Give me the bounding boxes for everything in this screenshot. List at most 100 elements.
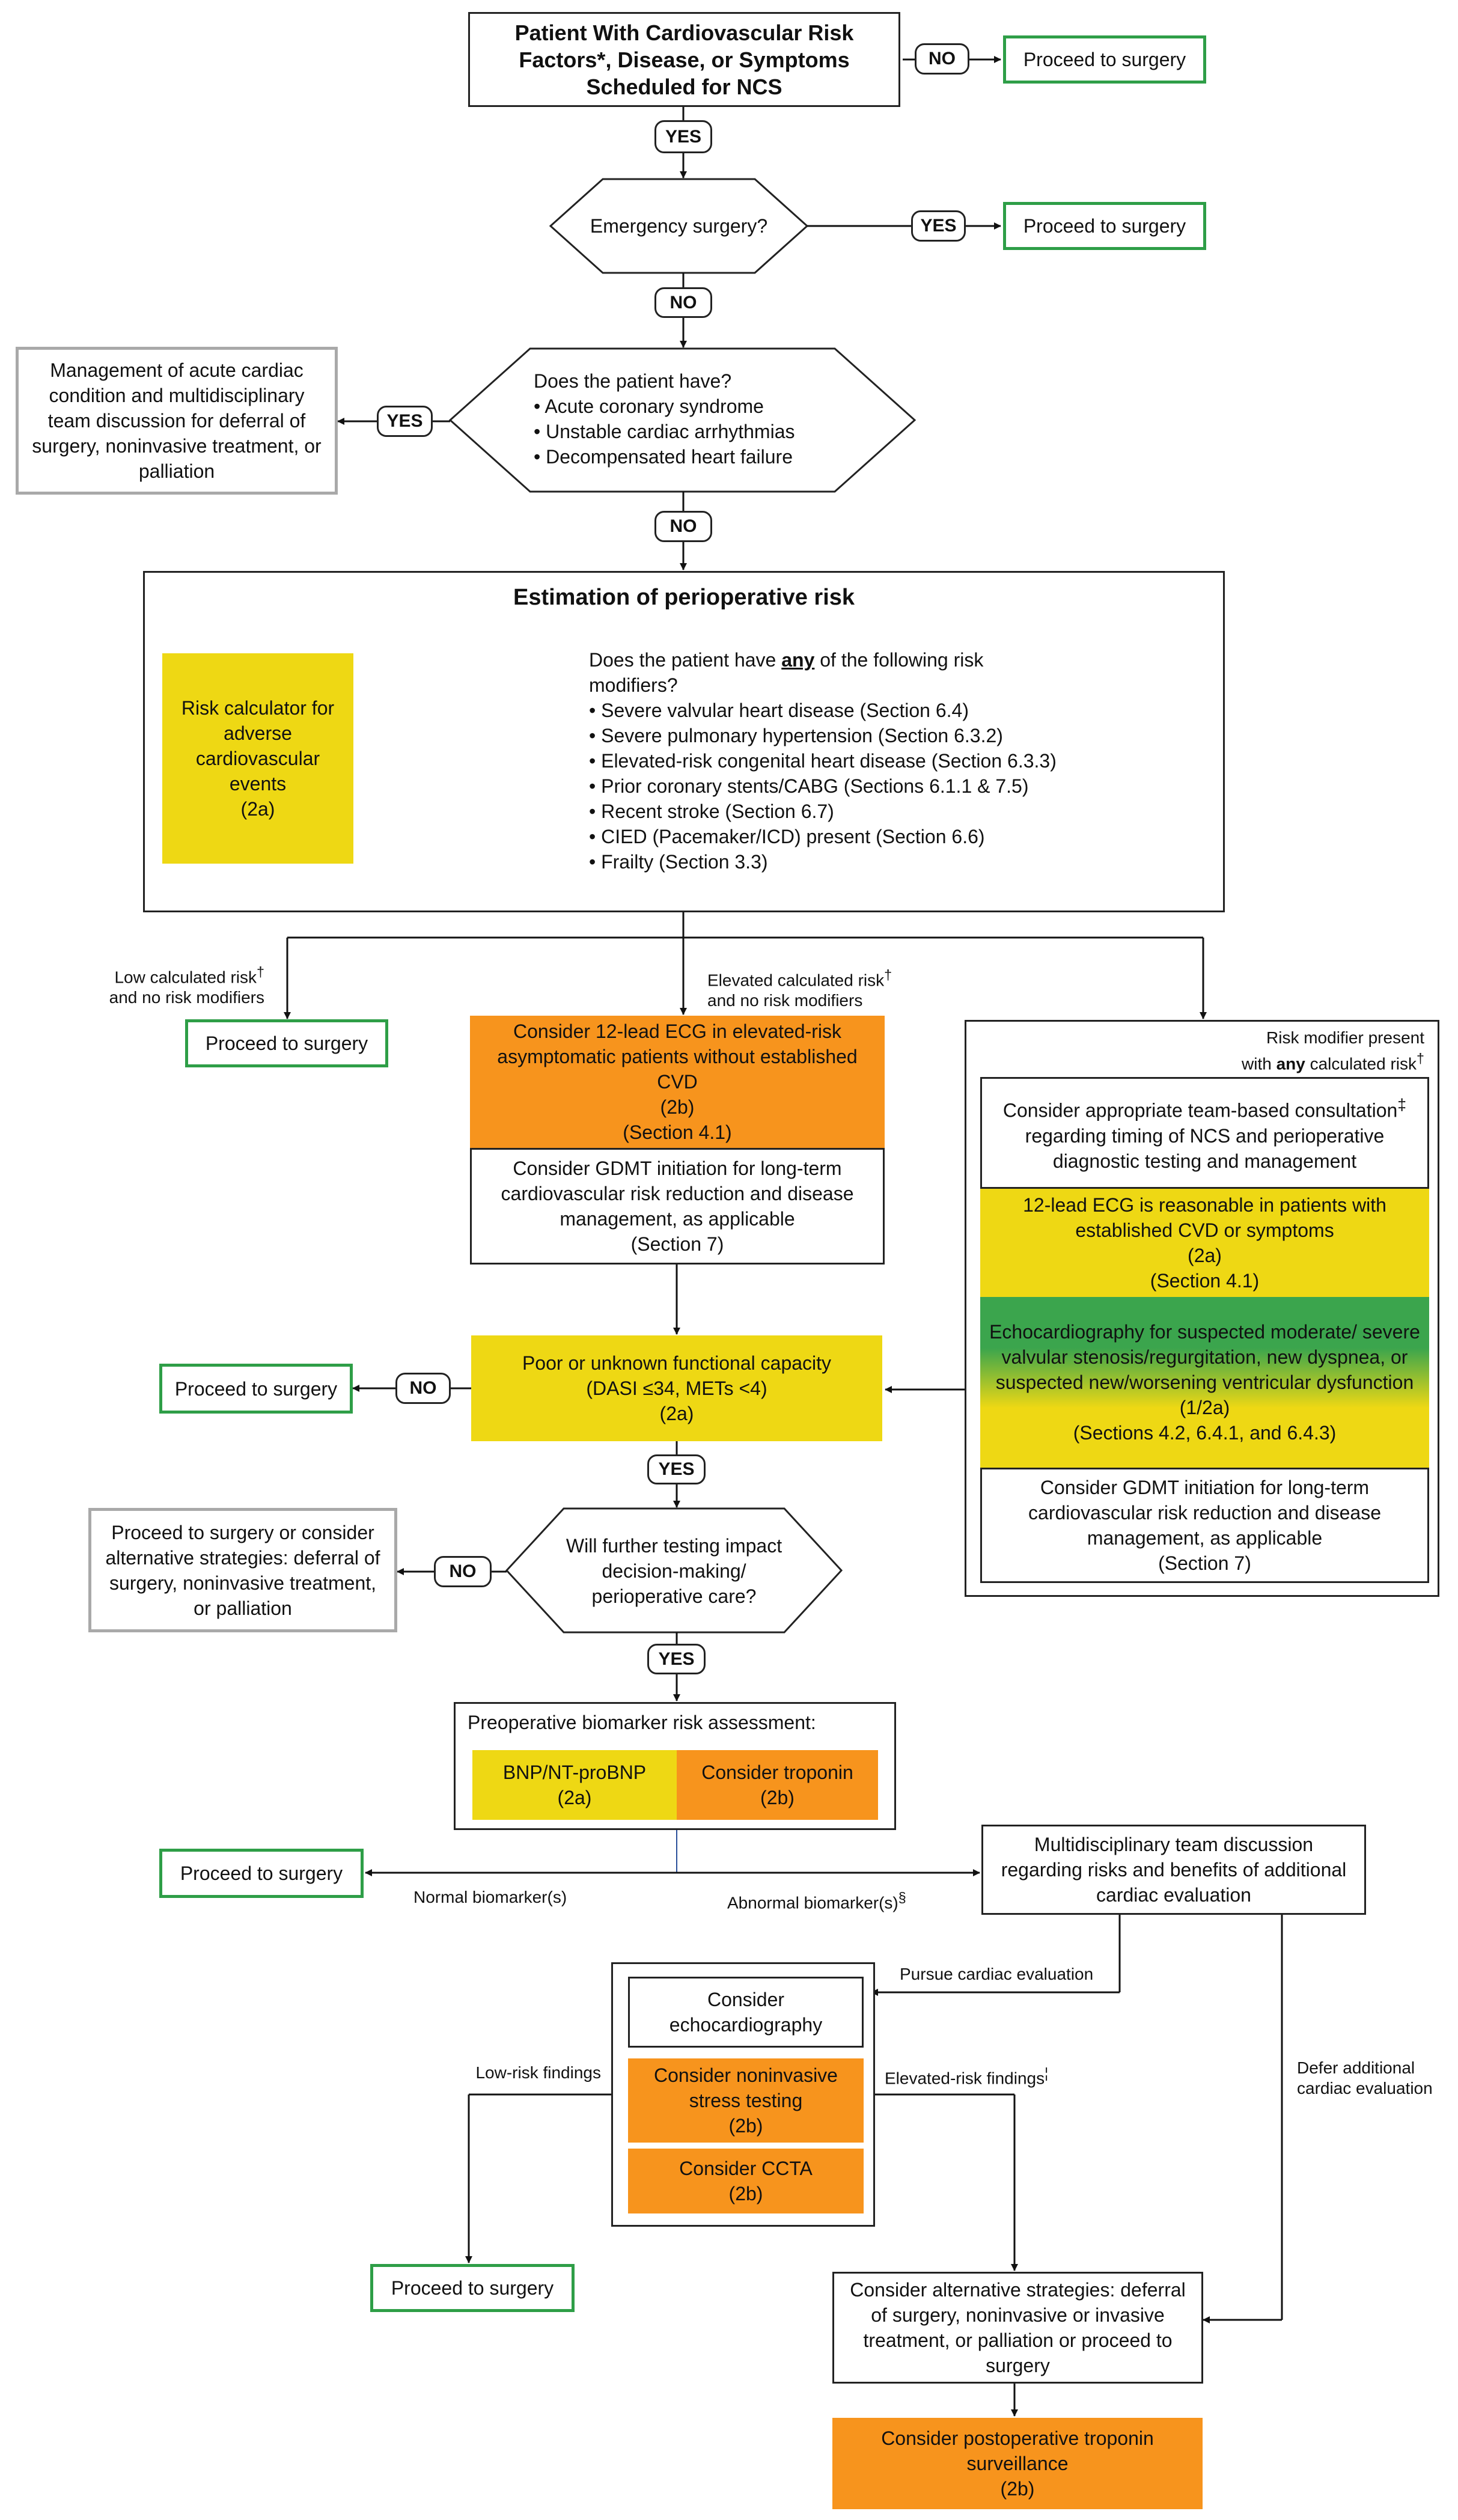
low-risk-dagger: † <box>257 964 264 980</box>
postop-troponin-box: Consider postoperative troponin surveill… <box>832 2418 1203 2509</box>
label-any: any <box>1276 1054 1305 1073</box>
bnp-box: BNP/NT-proBNP (2a) <box>472 1750 677 1820</box>
consultation-dagger: ‡ <box>1397 1096 1407 1114</box>
elevated-gdmt-box: Consider GDMT initiation for long-term c… <box>470 1148 885 1265</box>
functional-capacity-box: Poor or unknown functional capacity (DAS… <box>471 1335 882 1441</box>
emergency-question: Emergency surgery? <box>590 215 768 237</box>
defer-evaluation-label: Defer additional cardiac evaluation <box>1297 2058 1433 2097</box>
start-box-text: Patient With Cardiovascular Risk Factors… <box>514 20 854 99</box>
consultation-text-1: Consider appropriate team-based consulta… <box>1002 1099 1398 1121</box>
echocardiography-text: Echocardiography for suspected moderate/… <box>989 1321 1420 1393</box>
risk-modifier-item: • CIED (Pacemaker/ICD) present (Section … <box>589 826 985 847</box>
elevated-ecg-text: Consider 12-lead ECG in elevated-risk as… <box>497 1021 858 1093</box>
acute-decision-shape <box>448 347 917 493</box>
elevated-gdmt-text: Consider GDMT initiation for long-term c… <box>501 1158 854 1230</box>
functional-yes-label: YES <box>647 1454 706 1484</box>
echocardiography-box: Echocardiography for suspected moderate/… <box>980 1297 1429 1468</box>
risk-modifier-item: • Severe valvular heart disease (Section… <box>589 700 969 721</box>
top-yes-label: YES <box>654 120 712 153</box>
bnp-class: (2a) <box>557 1787 592 1808</box>
normal-biomarker-label: Normal biomarker(s) <box>413 1888 567 1906</box>
ccta-class: (2b) <box>728 2183 763 2204</box>
risk-modifier-item: • Severe pulmonary hypertension (Section… <box>589 725 1003 746</box>
testing-no-label: NO <box>434 1556 492 1587</box>
proceed-to-surgery-text-1: Proceed to surgery <box>1023 49 1186 70</box>
consultation-text: Consider appropriate team-based consulta… <box>990 1092 1419 1174</box>
stress-testing-box: Consider noninvasive stress testing (2b) <box>628 2058 864 2143</box>
postop-troponin-text: Consider postoperative troponin surveill… <box>881 2427 1154 2474</box>
modifier-gdmt-text: Consider GDMT initiation for long-term c… <box>1028 1477 1381 1549</box>
modifier-ecg-class: (2a) <box>1188 1245 1222 1266</box>
risk-modifier-item: • Recent stroke (Section 6.7) <box>589 801 834 822</box>
echocardiography-class: (1/2a) <box>1179 1397 1230 1418</box>
proceed-to-surgery-text-2: Proceed to surgery <box>1023 215 1186 237</box>
consider-echo-box: Consider echocardiography <box>628 1977 864 2048</box>
ccta-box: Consider CCTA (2b) <box>628 2149 864 2213</box>
start-box: Patient With Cardiovascular Risk Factors… <box>468 12 900 107</box>
modifier-gdmt-box: Consider GDMT initiation for long-term c… <box>980 1468 1429 1583</box>
testing-yes-label: YES <box>647 1644 706 1674</box>
modifier-ecg-text: 12-lead ECG is reasonable in patients wi… <box>1023 1194 1386 1241</box>
modifier-ecg-box: 12-lead ECG is reasonable in patients wi… <box>980 1189 1429 1297</box>
low-risk-label-line-1: Low calculated risk† <box>60 962 264 987</box>
echocardiography-section: (Sections 4.2, 6.4.1, and 6.4.3) <box>1073 1422 1337 1444</box>
proceed-to-surgery-text-5: Proceed to surgery <box>180 1863 343 1884</box>
question-text-pre: Does the patient have <box>589 649 782 671</box>
risk-calculator-box: Risk calculator for adverse cardiovascul… <box>162 653 353 864</box>
elevated-risk-dagger: † <box>884 967 892 983</box>
alternative-strategies-box: Consider alternative strategies: deferra… <box>832 2272 1203 2384</box>
proceed-to-surgery-box-5: Proceed to surgery <box>159 1849 364 1898</box>
proceed-to-surgery-box-6: Proceed to surgery <box>370 2264 575 2312</box>
risk-modifier-question-block: Does the patient have any of the followi… <box>589 647 1070 874</box>
acute-item: • Unstable cardiac arrhythmias <box>534 421 795 442</box>
functional-capacity-class: (2a) <box>659 1403 694 1424</box>
abnormal-biomarker-mark: § <box>898 1890 906 1905</box>
troponin-box: Consider troponin (2b) <box>677 1750 878 1820</box>
risk-modifier-item: • Elevated-risk congenital heart disease… <box>589 750 1057 772</box>
risk-modifier-item: • Prior coronary stents/CABG (Sections 6… <box>589 775 1029 797</box>
troponin-class: (2b) <box>760 1787 795 1808</box>
elevated-gdmt-section: (Section 7) <box>630 1233 724 1255</box>
acute-question-block: Does the patient have? • Acute coronary … <box>534 368 834 469</box>
functional-capacity-text-2: (DASI ≤34, METs <4) <box>586 1377 767 1399</box>
consider-echo-text: Consider echocardiography <box>669 1989 823 2036</box>
proceed-to-surgery-box-4: Proceed to surgery <box>159 1364 353 1414</box>
risk-modifier-label-line-2: with any calculated risk† <box>1130 1048 1424 1074</box>
question-text-any: any <box>781 649 815 671</box>
elevated-risk-text: Elevated calculated risk <box>707 971 885 990</box>
troponin-text: Consider troponin <box>701 1762 853 1783</box>
elevated-risk-findings-text: Elevated-risk findings <box>885 2069 1045 2088</box>
proceed-to-surgery-box-1: Proceed to surgery <box>1003 35 1206 84</box>
proceed-to-surgery-text-6: Proceed to surgery <box>391 2277 554 2299</box>
mdt-discussion-text: Multidisciplinary team discussion regard… <box>1001 1834 1347 1906</box>
proceed-to-surgery-text-3: Proceed to surgery <box>205 1033 368 1054</box>
emergency-yes-label: YES <box>911 210 966 242</box>
low-risk-label-line-2: and no risk modifiers <box>109 988 264 1007</box>
risk-modifier-label: Risk modifier present with any calculate… <box>1130 1028 1424 1074</box>
top-no-label: NO <box>915 43 969 75</box>
acute-no-label: NO <box>654 511 712 542</box>
testing-decision-shape <box>505 1507 843 1634</box>
risk-modifier-item: • Frailty (Section 3.3) <box>589 851 768 873</box>
label-pre: with <box>1242 1054 1277 1073</box>
pursue-evaluation-label: Pursue cardiac evaluation <box>900 1965 1094 1983</box>
emergency-no-label: NO <box>654 287 712 318</box>
functional-no-label: NO <box>395 1373 451 1404</box>
proceed-to-surgery-text-4: Proceed to surgery <box>174 1377 338 1400</box>
acute-question: Does the patient have? <box>534 370 732 392</box>
modifier-ecg-section: (Section 4.1) <box>1150 1270 1260 1292</box>
acute-management-box: Management of acute cardiac condition an… <box>16 347 338 495</box>
stress-testing-class: (2b) <box>728 2115 763 2137</box>
ccta-text: Consider CCTA <box>679 2158 813 2179</box>
modifier-gdmt-section: (Section 7) <box>1158 1552 1251 1574</box>
proceed-to-surgery-box-3: Proceed to surgery <box>185 1019 388 1067</box>
acute-yes-label: YES <box>377 406 433 437</box>
elevated-risk-label-line-1: Elevated calculated risk† <box>707 965 960 990</box>
abnormal-biomarker-label: Abnormal biomarker(s)§ <box>727 1887 944 1913</box>
acute-item: • Decompensated heart failure <box>534 446 793 468</box>
testing-question: Will further testing impact decision-mak… <box>566 1535 782 1607</box>
acute-item: • Acute coronary syndrome <box>534 395 764 417</box>
risk-modifier-question: Does the patient have any of the followi… <box>589 647 1070 698</box>
alternative-strategies-text: Consider alternative strategies: deferra… <box>850 2279 1186 2376</box>
label-dagger: † <box>1417 1051 1424 1066</box>
